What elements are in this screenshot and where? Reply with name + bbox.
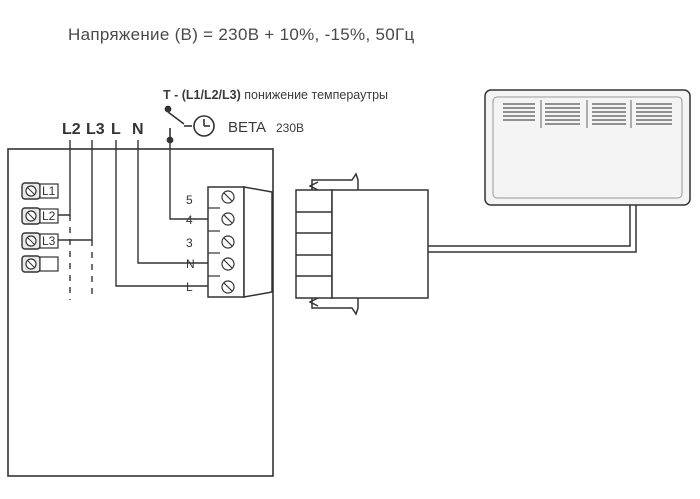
connector-label-n: N bbox=[186, 257, 195, 271]
thermostat-label-strong: T - (L1/L2/L3) bbox=[163, 88, 241, 102]
clock-icon bbox=[193, 115, 215, 137]
heater-cable bbox=[428, 205, 637, 253]
wire-label-l3: L3 bbox=[86, 121, 105, 138]
thermostat-label: T - (L1/L2/L3) понижение темпераутры bbox=[163, 88, 388, 102]
wire-label-l2: L2 bbox=[62, 121, 81, 138]
left-terminal-label-l3: L3 bbox=[42, 234, 56, 248]
wire-label-n: N bbox=[132, 121, 144, 138]
heater-icon bbox=[484, 89, 691, 206]
supply-voltage-header: Напряжение (В) = 230В + 10%, -15%, 50Гц bbox=[68, 25, 415, 44]
wire-l bbox=[115, 140, 208, 287]
device-name: BETA bbox=[228, 119, 266, 136]
connector-terminal-block: 5 4 3 N L bbox=[186, 186, 273, 298]
plug-icon bbox=[295, 172, 429, 316]
left-terminal-label-l1: L1 bbox=[42, 184, 56, 198]
wire-label-l: L bbox=[111, 121, 121, 138]
left-terminal-l3: L3 bbox=[21, 232, 59, 250]
left-terminal-spare bbox=[21, 255, 59, 273]
device-voltage: 230В bbox=[276, 121, 304, 135]
left-terminal-block: L1 L2 L3 bbox=[21, 182, 59, 273]
left-terminal-l2: L2 bbox=[21, 207, 59, 225]
switch-icon bbox=[164, 105, 192, 144]
connector-label-l: L bbox=[186, 280, 193, 294]
internal-wires bbox=[58, 140, 208, 300]
wire-n bbox=[137, 140, 208, 264]
wire-thermostat bbox=[169, 140, 208, 220]
connector-label-3: 3 bbox=[186, 236, 193, 250]
left-terminal-label-l2: L2 bbox=[42, 209, 56, 223]
thermostat-label-rest: понижение темпераутры bbox=[241, 88, 388, 102]
connector-label-4: 4 bbox=[186, 213, 193, 227]
connector-label-5: 5 bbox=[186, 193, 193, 207]
left-terminal-l1: L1 bbox=[21, 182, 59, 200]
